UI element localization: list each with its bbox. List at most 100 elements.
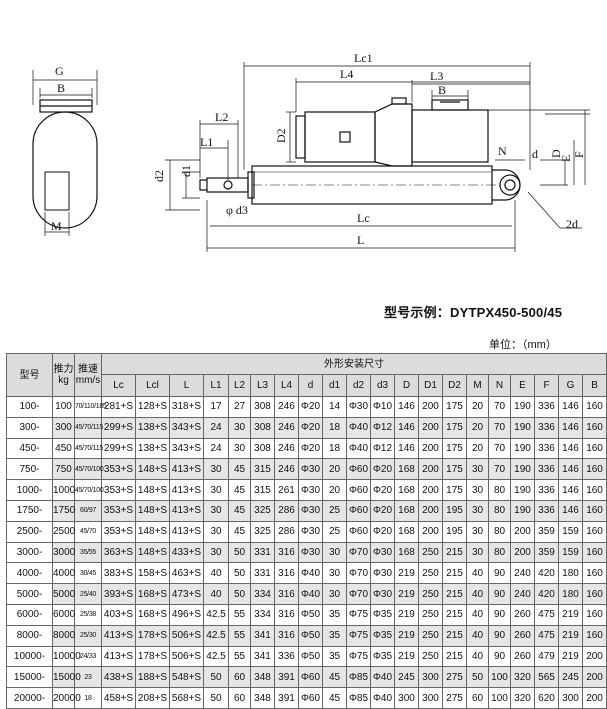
dim-cell: 14 bbox=[322, 396, 347, 418]
dim-cell: Φ30 bbox=[298, 520, 323, 543]
dim-cell: 260 bbox=[510, 645, 535, 668]
dim-cell: 146 bbox=[558, 396, 583, 418]
dim-cell: 506+S bbox=[169, 624, 204, 647]
header-dim-l2: L2 bbox=[228, 374, 251, 397]
dim-cell: 475 bbox=[534, 624, 559, 647]
dim-cell: 50 bbox=[466, 666, 489, 689]
dim-cell: 30 bbox=[203, 541, 229, 564]
dim-cell: Φ10 bbox=[370, 396, 395, 418]
dim-cell: 300 bbox=[418, 687, 443, 709]
dim-cell: 261 bbox=[274, 479, 299, 501]
dim-cell: 80 bbox=[488, 541, 511, 564]
dim-cell: 25 bbox=[322, 520, 347, 543]
model-cell: 1000- bbox=[6, 479, 53, 501]
dim-cell: Φ60 bbox=[346, 458, 371, 481]
dim-cell: 336 bbox=[534, 479, 559, 501]
dim-cell: 45 bbox=[322, 687, 347, 709]
model-cell: 100- bbox=[6, 396, 53, 418]
dim-cell: 30 bbox=[203, 458, 229, 481]
dim-cell: Φ40 bbox=[298, 562, 323, 585]
dim-cell: 200 bbox=[418, 479, 443, 501]
dim-cell: 30 bbox=[322, 562, 347, 585]
dim-cell: Φ20 bbox=[298, 437, 323, 460]
dim-cell: 188+S bbox=[135, 666, 170, 689]
model-cell: 6000- bbox=[6, 603, 53, 626]
dim-cell: 128+S bbox=[135, 396, 170, 418]
dim-cell: 341 bbox=[250, 645, 275, 668]
dim-cell: 299+S bbox=[101, 437, 136, 460]
dim-cell: 200 bbox=[581, 687, 607, 709]
dim-cell: Φ12 bbox=[370, 416, 395, 439]
dim-cell: 30 bbox=[322, 541, 347, 564]
dim-cell: Φ70 bbox=[346, 541, 371, 564]
dim-cell: 168 bbox=[394, 541, 419, 564]
model-cell: 3000- bbox=[6, 541, 53, 564]
dim-cell: 30 bbox=[228, 416, 251, 439]
label-L1: L1 bbox=[200, 135, 213, 149]
dim-cell: 250 bbox=[418, 541, 443, 564]
dim-cell: 178+S bbox=[135, 624, 170, 647]
model-example: 型号示例：DYTPX450-500/45 bbox=[384, 305, 563, 320]
dim-cell: 475 bbox=[534, 603, 559, 626]
label-D2: D2 bbox=[274, 128, 288, 143]
speed-cell: 30/45 bbox=[74, 562, 102, 585]
dim-cell: 246 bbox=[274, 396, 299, 418]
dim-cell: 159 bbox=[558, 541, 583, 564]
label-L4: L4 bbox=[340, 67, 353, 81]
dim-cell: 146 bbox=[558, 458, 583, 481]
dim-cell: 413+S bbox=[169, 458, 204, 481]
header-model: 型号 bbox=[6, 353, 53, 397]
dim-cell: 215 bbox=[442, 583, 467, 605]
dim-cell: 168 bbox=[394, 499, 419, 522]
dim-cell: 50 bbox=[228, 562, 251, 585]
dim-cell: 30 bbox=[466, 499, 489, 522]
thrust-cell: 6000 bbox=[52, 603, 75, 626]
dim-cell: 148+S bbox=[135, 520, 170, 543]
side-view bbox=[32, 70, 521, 236]
header-dim-l1: L1 bbox=[203, 374, 229, 397]
dim-cell: 50 bbox=[228, 583, 251, 605]
dim-cell: 250 bbox=[418, 603, 443, 626]
model-cell: 4000- bbox=[6, 562, 53, 585]
header-dim-lc: Lc bbox=[101, 374, 136, 397]
thrust-cell: 5000 bbox=[52, 583, 75, 605]
header-dim-l4: L4 bbox=[274, 374, 299, 397]
dim-cell: 195 bbox=[442, 520, 467, 543]
header-dim-d: D bbox=[394, 374, 419, 397]
label-E: E bbox=[559, 155, 573, 162]
dim-cell: 30 bbox=[466, 458, 489, 481]
dim-cell: 27 bbox=[228, 396, 251, 418]
dim-cell: 42.5 bbox=[203, 624, 229, 647]
dim-cell: 215 bbox=[442, 603, 467, 626]
model-cell: 300- bbox=[6, 416, 53, 439]
dim-cell: 219 bbox=[394, 645, 419, 668]
dim-cell: 190 bbox=[510, 499, 535, 522]
speed-cell: 45/70/100 bbox=[74, 479, 104, 501]
dim-cell: 190 bbox=[510, 396, 535, 418]
dim-cell: Φ40 bbox=[370, 666, 395, 689]
dim-cell: 458+S bbox=[101, 687, 136, 709]
dim-cell: 331 bbox=[250, 541, 275, 564]
dim-cell: 148+S bbox=[135, 479, 170, 501]
dim-cell: 50 bbox=[203, 687, 229, 709]
header-dim-d1: D1 bbox=[418, 374, 443, 397]
dim-cell: Φ20 bbox=[298, 396, 323, 418]
dim-cell: 175 bbox=[442, 437, 467, 460]
label-d3: φ d3 bbox=[226, 203, 248, 217]
dim-cell: 148+S bbox=[135, 499, 170, 522]
dim-cell: 413+S bbox=[169, 479, 204, 501]
dim-cell: 219 bbox=[394, 624, 419, 647]
dim-cell: 175 bbox=[442, 458, 467, 481]
dim-cell: 148+S bbox=[135, 541, 170, 564]
dim-cell: 18 bbox=[322, 416, 347, 439]
dim-cell: Φ40 bbox=[298, 583, 323, 605]
thrust-cell: 450 bbox=[52, 437, 75, 460]
model-cell: 450- bbox=[6, 437, 53, 460]
dim-cell: Φ30 bbox=[370, 541, 395, 564]
